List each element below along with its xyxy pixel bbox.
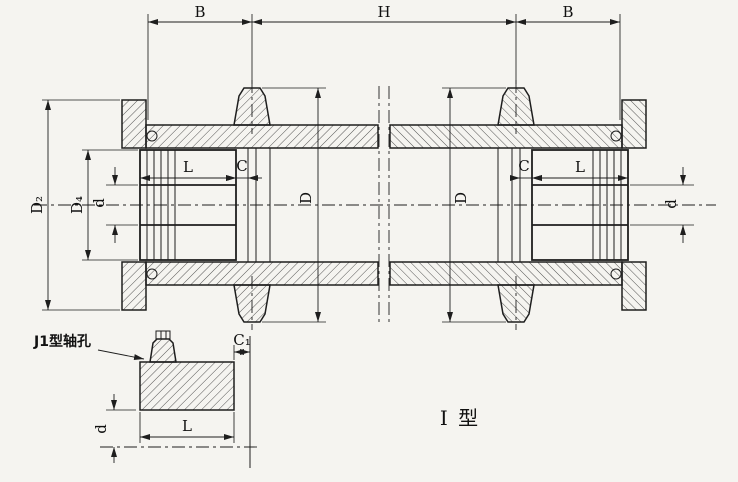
dim-label-d-detail: d (92, 424, 110, 434)
dim-label-l-left: L (183, 158, 193, 176)
detail-boss-section (149, 338, 177, 363)
dim-label-c-left: C (236, 157, 247, 175)
main-view: B H B D₂ D₄ d L C (28, 3, 716, 331)
dim-label-D-left: D (297, 192, 315, 204)
hub-left-dimension-group: L C (140, 157, 262, 181)
dim-label-h: H (377, 3, 390, 21)
center-lines (34, 86, 716, 324)
detail-callout-label: J1型轴孔 (33, 333, 91, 350)
detail-c1-dimension: C₁ (233, 331, 251, 360)
detail-view-j1-bore: J1型轴孔 C₁ d L (33, 330, 258, 468)
detail-boss-cap (155, 330, 171, 340)
dim-label-d4: D₄ (68, 196, 86, 214)
inner-dimension-group: D D (262, 87, 506, 323)
right-dimension-group: d (630, 167, 694, 243)
dim-label-d-bore-left: d (90, 198, 108, 208)
dim-label-d-bore-right: d (662, 199, 680, 209)
dim-label-l-detail: L (182, 417, 192, 435)
dim-label-l-right: L (575, 158, 585, 176)
dim-label-b-right: B (562, 3, 573, 21)
top-dimension-group: B H B (147, 3, 621, 120)
dim-label-b-left: B (194, 3, 205, 21)
detail-hub-section (139, 361, 235, 411)
dim-label-d2: D₂ (28, 196, 46, 214)
detail-l-dimension: L (139, 412, 235, 443)
callout-leader-line (97, 349, 145, 361)
dim-label-D-right: D (452, 192, 470, 204)
dim-label-c1: C₁ (233, 331, 251, 349)
detail-d-dimension: d (92, 394, 136, 463)
left-dimension-group: D₂ D₄ d (28, 99, 138, 311)
hub-right-dimension-group: C L (510, 157, 628, 181)
type-title: I 型 (440, 406, 480, 430)
dim-label-c-right: C (518, 157, 529, 175)
